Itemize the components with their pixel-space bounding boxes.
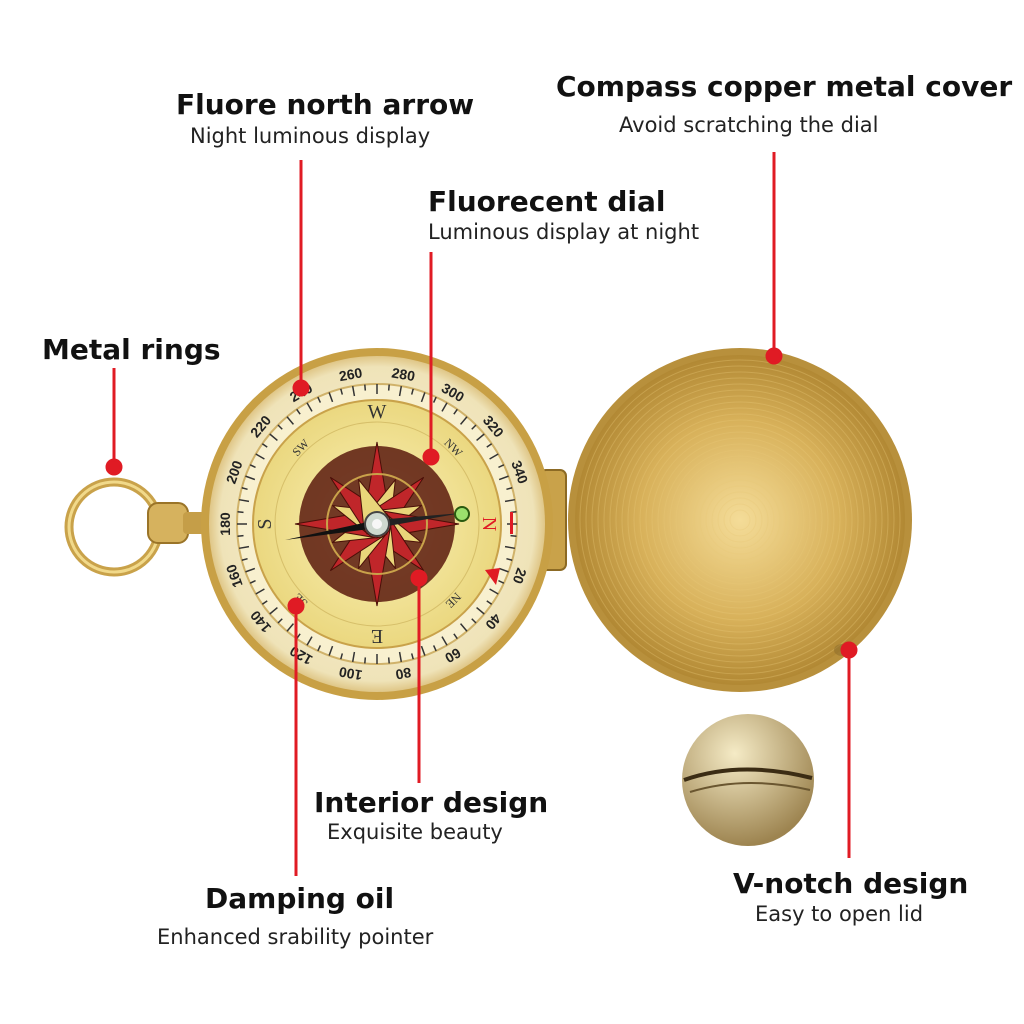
oil-title: Damping oil — [205, 882, 395, 915]
dial-direction-label: S — [254, 518, 276, 529]
dial-direction-label: E — [371, 625, 383, 647]
notch-title: V-notch design — [733, 867, 969, 900]
metal-ring — [64, 477, 205, 577]
dial-degree-label: 80 — [394, 664, 412, 682]
interior-subtitle: Exquisite beauty — [327, 820, 503, 844]
compass-body: 2040608010012014016018020022024026028030… — [201, 348, 553, 700]
north-arrow-subtitle: Night luminous display — [190, 124, 431, 148]
cover-title: Compass copper metal cover — [556, 70, 1013, 103]
dial-degree-label: 100 — [338, 664, 364, 684]
dial-degree-label: 260 — [338, 364, 364, 384]
dial-direction-label: N — [478, 517, 500, 531]
v-notch-inset — [682, 714, 814, 846]
notch-subtitle: Easy to open lid — [755, 902, 924, 926]
dial-degree-label: 160 — [223, 562, 246, 590]
dial-degree-label: 280 — [391, 364, 417, 384]
dial-title: Fluorecent dial — [428, 185, 666, 218]
rings-title: Metal rings — [42, 333, 221, 366]
dial-degree-label: 60 — [442, 645, 464, 667]
dial-degree-label: 340 — [508, 458, 531, 486]
dial-degree-label: 180 — [217, 512, 233, 536]
dial-subtitle: Luminous display at night — [428, 220, 700, 244]
oil-subtitle: Enhanced srability pointer — [157, 925, 434, 949]
north-arrow-title: Fluore north arrow — [176, 88, 475, 121]
copper-cover — [539, 348, 912, 692]
cover-subtitle: Avoid scratching the dial — [619, 113, 879, 137]
callout-lines — [105, 152, 858, 876]
dial-direction-label: W — [368, 401, 387, 423]
dial-degree-label: 20 — [510, 566, 530, 586]
interior-title: Interior design — [314, 786, 549, 819]
dial-degree-label: 200 — [223, 458, 246, 486]
